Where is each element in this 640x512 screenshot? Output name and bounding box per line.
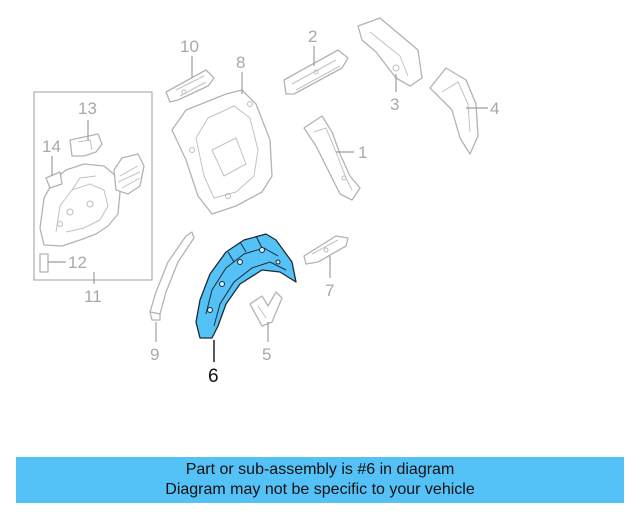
part-11-group [33,91,153,281]
part-labels: 10 8 2 3 4 1 13 14 12 11 7 5 9 6 [42,27,499,387]
vent-piece [113,153,145,195]
info-banner: Part or sub-assembly is #6 in diagram Di… [16,457,624,503]
banner-line-2: Diagram may not be specific to your vehi… [165,481,475,498]
label-10: 10 [180,37,199,56]
part-9 [149,231,195,321]
leader-lines [48,46,488,362]
label-14: 14 [42,137,61,156]
label-7: 7 [325,281,334,300]
part-1 [303,115,361,201]
label-8: 8 [236,53,245,72]
part-11-box [33,91,153,281]
part-3 [357,17,423,87]
label-12: 12 [68,253,87,272]
label-5: 5 [262,345,271,364]
banner-line-1: Part or sub-assembly is #6 in diagram [185,461,455,478]
label-4: 4 [490,99,499,118]
label-1: 1 [358,143,367,162]
part-12-tab [39,253,49,273]
part-6-highlighted [195,233,297,339]
part-5 [249,291,283,327]
part-14-clip [45,171,63,189]
label-11: 11 [84,287,102,306]
label-6: 6 [208,366,219,387]
part-10 [165,69,215,103]
part-4 [429,67,479,155]
label-13: 13 [78,99,97,118]
label-9: 9 [150,345,159,364]
label-3: 3 [390,95,399,114]
part-8 [171,89,273,215]
part-13-bracket [69,133,103,157]
part-2 [283,49,349,95]
label-2: 2 [308,27,317,46]
part-7 [303,235,349,265]
